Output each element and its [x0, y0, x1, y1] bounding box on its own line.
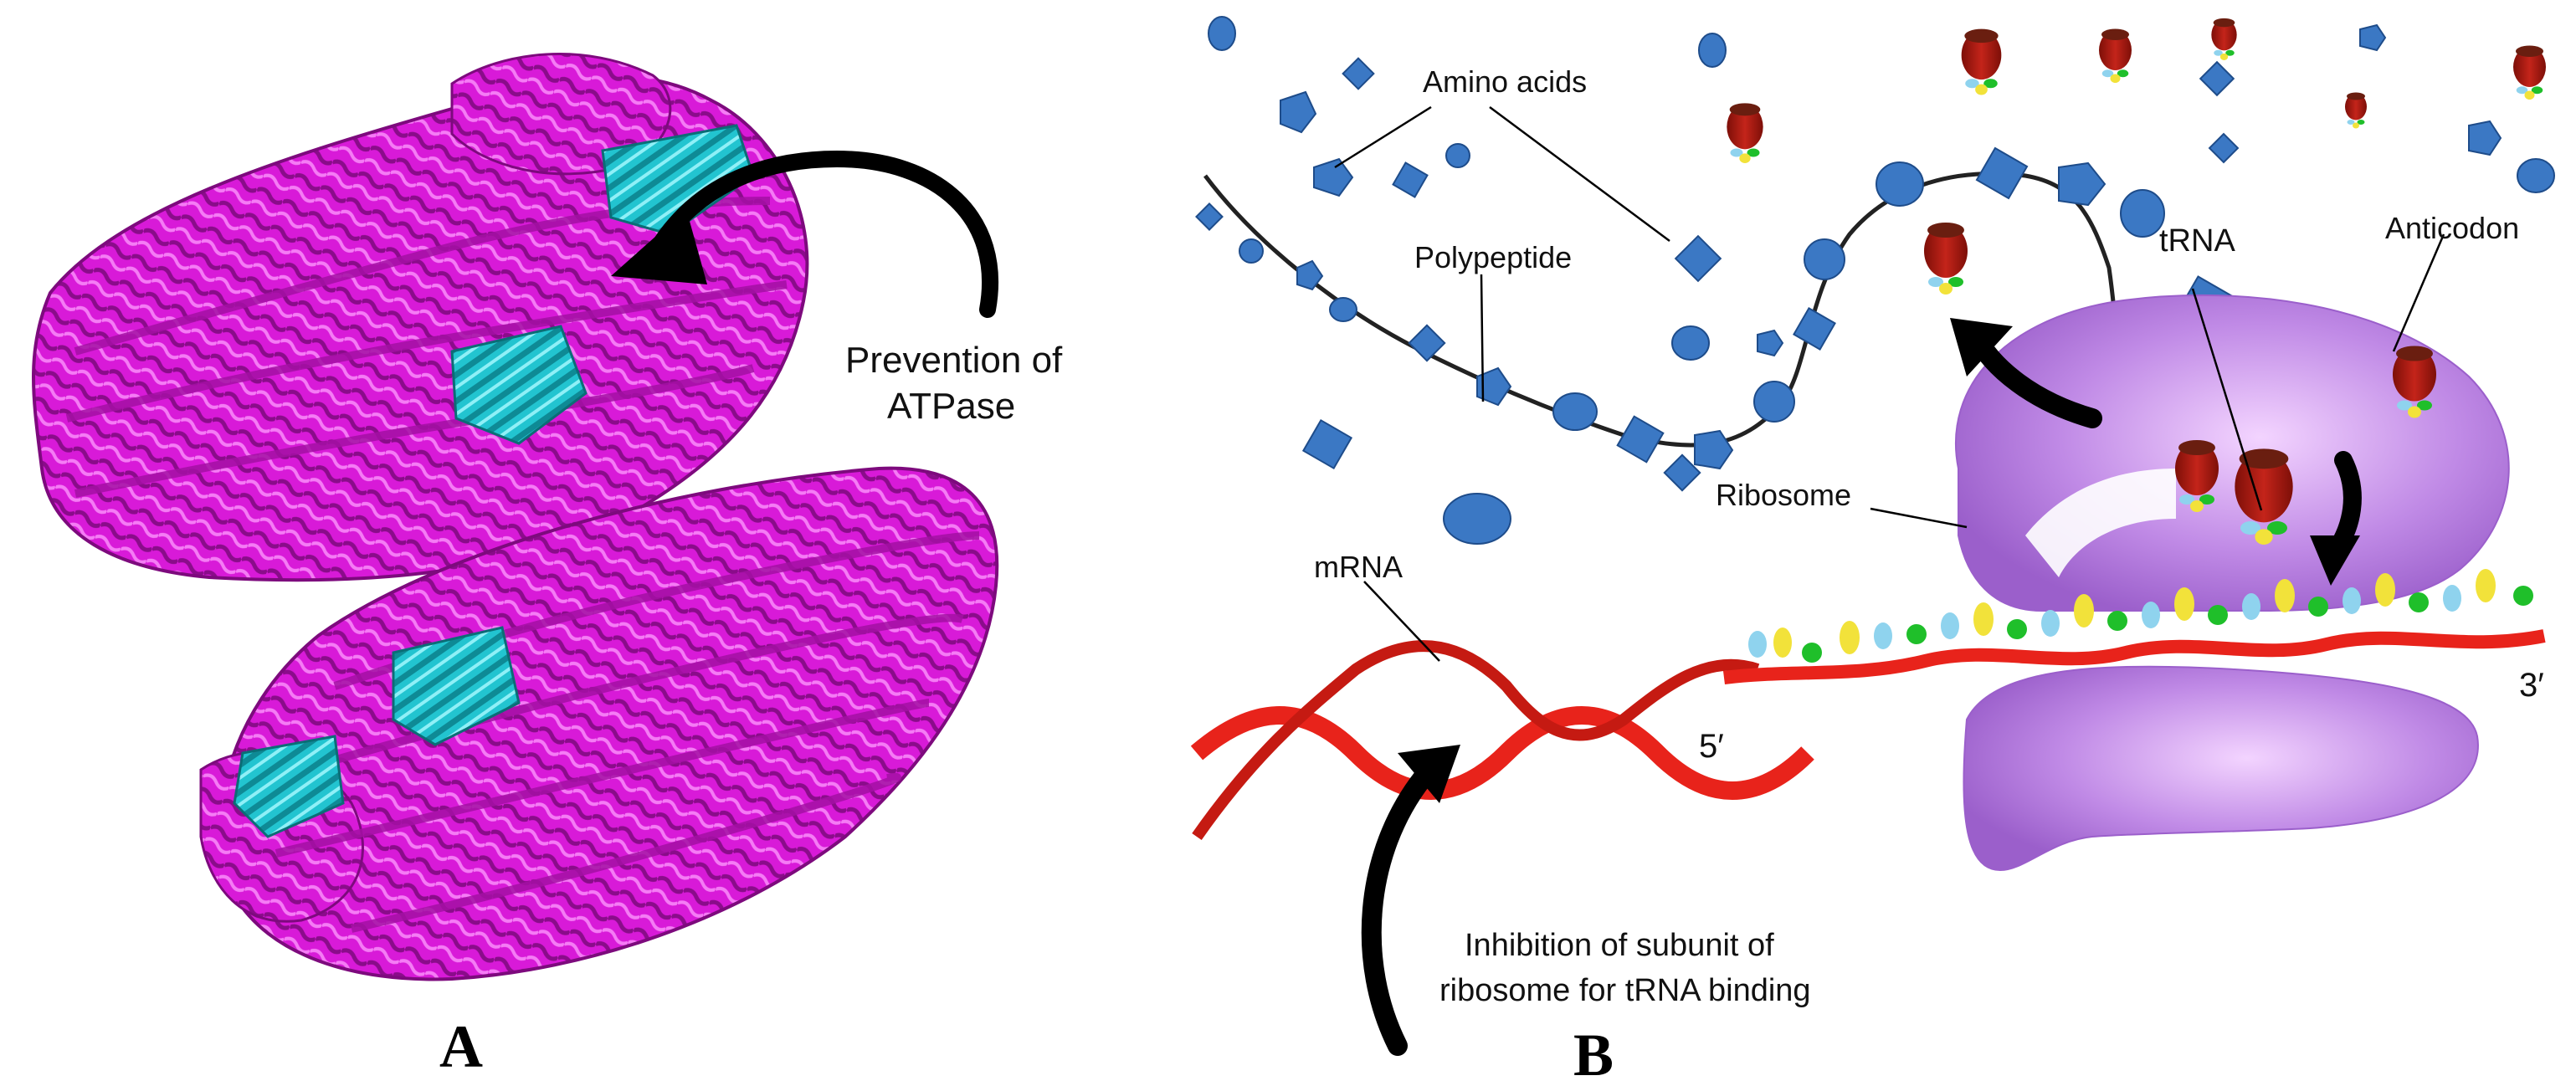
translation-figure: Amino acids Polypeptide tRNA Anticodon R…: [1190, 16, 2555, 1086]
beta-sheet-3: [392, 626, 521, 746]
label-trna: tRNA: [2159, 223, 2235, 259]
panel-b: Amino acids Polypeptide tRNA Anticodon R…: [1188, 0, 2576, 1086]
annotation-arrow: [611, 150, 999, 318]
panel-letter-a: A: [439, 1013, 483, 1080]
atpase-structure-figure: Prevention of ATPase A: [32, 53, 1063, 1080]
ribosome-groove: [2025, 469, 2176, 577]
label-polypeptide: Polypeptide: [1414, 240, 1572, 274]
label-five-prime: 5′: [1699, 728, 1724, 765]
process-arrows: [1361, 318, 2362, 1056]
label-three-prime: 3′: [2519, 667, 2544, 704]
label-inhibition-line1: Inhibition of subunit of: [1465, 928, 1774, 963]
free-amino-acids: [1208, 16, 2555, 545]
beta-sheet-4: [233, 735, 345, 838]
mrna-strand: [1190, 629, 2546, 841]
panel-a: Prevention of ATPase A: [0, 0, 1188, 1086]
codon-beads: [1748, 569, 2533, 663]
label-inhibition-line2: ribosome for tRNA binding: [1439, 973, 1811, 1008]
ribosome-small-subunit: [1963, 665, 2479, 872]
helix-lobe-top: [450, 53, 672, 176]
annotation-label-line2: ATPase: [887, 386, 1015, 427]
label-mrna: mRNA: [1314, 550, 1403, 584]
panel-letter-b: B: [1573, 1022, 1614, 1086]
ribosome-large-subunit: [1954, 294, 2510, 612]
beta-sheet-2: [450, 325, 588, 445]
beta-sheet-1: [601, 124, 755, 236]
leader-lines: [1334, 105, 2445, 662]
label-anticodon: Anticodon: [2385, 211, 2519, 245]
annotation-label-line1: Prevention of: [845, 340, 1063, 381]
protein-structure: [32, 53, 999, 981]
label-amino-acids: Amino acids: [1423, 64, 1587, 99]
label-ribosome: Ribosome: [1716, 478, 1851, 512]
